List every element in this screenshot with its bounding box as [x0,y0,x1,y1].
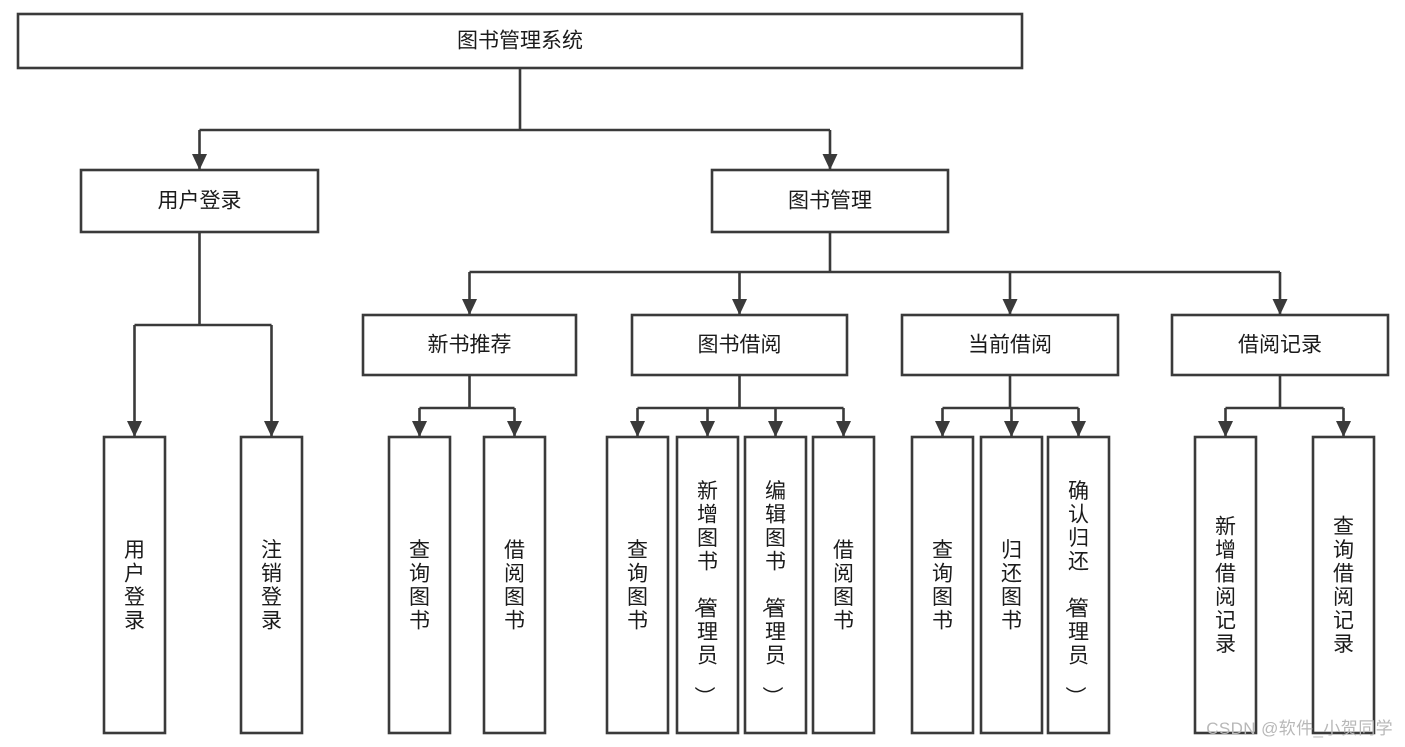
node-leaf-borrow-book-2-label: 借阅图书 [833,539,854,633]
node-leaf-borrow-book-1-box[interactable] [482,435,547,735]
node-leaf-return-book-box[interactable] [979,435,1044,735]
node-leaf-add-borrow-record-label: 新增借阅记录 [1215,515,1236,656]
arrow-head-icon [1071,421,1086,437]
node-user-login-box[interactable] [79,168,320,234]
node-leaf-add-borrow-record[interactable]: 新增借阅记录 [1193,435,1258,735]
node-user-login-label: 用户登录 [158,190,242,213]
node-book-manage-box[interactable] [710,168,950,234]
node-leaf-add-borrow-record-box[interactable] [1193,435,1258,735]
arrow-head-icon [412,421,427,437]
arrow-head-icon [1002,299,1018,315]
arrow-head-icon [822,154,838,170]
node-leaf-return-book-label: 归还图书 [1001,539,1022,633]
node-root-system-label: 图书管理系统 [457,30,583,53]
connector-lines-group [127,68,1351,437]
arrow-head-icon [700,421,715,437]
node-new-book-recommend-box[interactable] [361,313,578,377]
node-leaf-query-borrow-record[interactable]: 查询借阅记录 [1311,435,1376,735]
arrow-head-icon [462,299,477,315]
node-leaf-query-book-3-label: 查询图书 [932,539,953,633]
node-user-login[interactable]: 用户登录 [79,168,320,234]
node-leaf-borrow-book-2[interactable]: 借阅图书 [811,435,876,735]
node-leaf-logout-login-label: 注销登录 [261,539,282,633]
node-leaf-add-book-admin-box[interactable] [675,435,740,735]
node-leaf-query-book-2-label: 查询图书 [627,539,648,633]
node-leaf-borrow-book-2-box[interactable] [811,435,876,735]
node-leaf-query-book-1-label: 查询图书 [409,539,430,633]
node-leaf-return-book[interactable]: 归还图书 [979,435,1044,735]
node-new-book-recommend-label: 新书推荐 [428,334,512,357]
node-leaf-query-book-2-box[interactable] [605,435,670,735]
arrow-head-icon [192,154,207,170]
node-leaf-edit-book-admin-box[interactable] [743,435,808,735]
arrow-head-icon [768,421,783,437]
node-leaf-logout-login[interactable]: 注销登录 [239,435,304,735]
node-leaf-borrow-book-1[interactable]: 借阅图书 [482,435,547,735]
node-leaf-query-borrow-record-box[interactable] [1311,435,1376,735]
node-boxes-group: 图书管理系统用户登录图书管理新书推荐图书借阅当前借阅借阅记录用户登录注销登录查询… [16,12,1390,735]
node-leaf-query-book-3-box[interactable] [910,435,975,735]
arrow-head-icon [935,421,950,437]
node-borrow-record-label: 借阅记录 [1238,334,1322,357]
arrow-head-icon [1218,421,1233,437]
node-book-manage-label: 图书管理 [788,190,872,213]
node-root-system-box[interactable] [16,12,1024,70]
arrow-head-icon [1272,299,1288,315]
node-leaf-query-borrow-record-label: 查询借阅记录 [1333,515,1354,656]
arrow-head-icon [264,421,279,437]
arrow-head-icon [127,421,142,437]
node-book-borrow[interactable]: 图书借阅 [630,313,849,377]
node-book-manage[interactable]: 图书管理 [710,168,950,234]
node-leaf-logout-login-box[interactable] [239,435,304,735]
node-leaf-confirm-return-admin-box[interactable] [1046,435,1111,735]
arrow-head-icon [507,421,522,437]
node-current-borrow-box[interactable] [900,313,1120,377]
node-current-borrow-label: 当前借阅 [968,334,1052,357]
node-leaf-confirm-return-admin-label: 确认归还（管理员） [1063,480,1089,707]
node-book-borrow-label: 图书借阅 [698,334,782,357]
node-current-borrow[interactable]: 当前借阅 [900,313,1120,377]
node-leaf-user-login-label: 用户登录 [124,539,145,633]
node-leaf-edit-book-admin-label: 编辑图书（管理员） [760,480,786,707]
node-leaf-query-book-3[interactable]: 查询图书 [910,435,975,735]
node-borrow-record[interactable]: 借阅记录 [1170,313,1390,377]
node-leaf-user-login-box[interactable] [102,435,167,735]
arrow-head-icon [836,421,851,437]
node-book-borrow-box[interactable] [630,313,849,377]
arrow-head-icon [732,299,747,315]
arrow-head-icon [1336,421,1351,437]
node-leaf-query-book-2[interactable]: 查询图书 [605,435,670,735]
node-leaf-query-book-1[interactable]: 查询图书 [387,435,452,735]
node-leaf-edit-book-admin[interactable]: 编辑图书（管理员） [743,435,808,735]
node-new-book-recommend[interactable]: 新书推荐 [361,313,578,377]
node-leaf-add-book-admin-label: 新增图书（管理员） [692,480,718,707]
node-leaf-add-book-admin[interactable]: 新增图书（管理员） [675,435,740,735]
node-leaf-query-book-1-box[interactable] [387,435,452,735]
node-leaf-borrow-book-1-label: 借阅图书 [504,539,525,633]
arrow-head-icon [1004,421,1019,437]
node-leaf-confirm-return-admin[interactable]: 确认归还（管理员） [1046,435,1111,735]
node-leaf-user-login[interactable]: 用户登录 [102,435,167,735]
node-root-system[interactable]: 图书管理系统 [16,12,1024,70]
node-borrow-record-box[interactable] [1170,313,1390,377]
arrow-head-icon [630,421,645,437]
